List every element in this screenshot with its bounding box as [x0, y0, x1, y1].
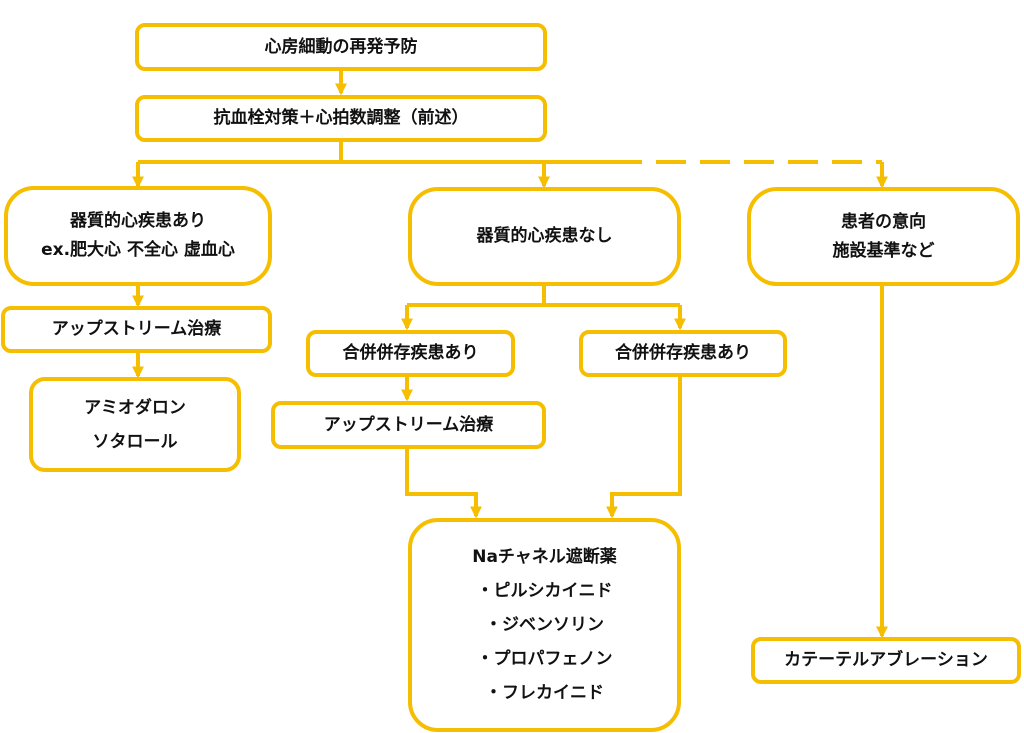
node-upstream-therapy-left: アップストリーム治療 [1, 306, 272, 353]
node-label-line: 器質的心疾患あり [70, 211, 206, 232]
node-label: 心房細動の再発予防 [264, 36, 418, 57]
node-label-line: アミオダロン [84, 397, 186, 418]
node-label: アップストリーム治療 [51, 319, 222, 340]
node-label-line: ・フレカイニド [485, 683, 604, 703]
split-line [407, 285, 546, 307]
node-label: 器質的心疾患なし [476, 226, 613, 247]
node-label-line: ・ジベンソリン [485, 615, 604, 635]
node-label: 合併併存疾患あり [615, 343, 751, 364]
node-comorbidity-right: 合併併存疾患あり [579, 330, 787, 377]
node-label: 抗血栓対策＋心拍数調整（前述） [213, 108, 469, 129]
node-label-line: ex.肥大心 不全心 虚血心 [41, 240, 235, 260]
node-af-recurrence-prevention: 心房細動の再発予防 [135, 23, 547, 71]
node-na-channel-blockers: Naチャネル遮断薬 ・ピルシカイニド ・ジベンソリン ・プロパフェノン ・フレカ… [408, 518, 681, 732]
node-catheter-ablation: カテーテルアブレーション [751, 637, 1021, 684]
node-organic-heart-disease-yes: 器質的心疾患あり ex.肥大心 不全心 虚血心 [4, 186, 272, 286]
node-label: 合併併存疾患あり [342, 343, 479, 364]
node-organic-heart-disease-no: 器質的心疾患なし [408, 187, 681, 286]
node-comorbidity-left: 合併併存疾患あり [306, 330, 515, 377]
node-label-line: 患者の意向 [841, 211, 926, 232]
node-patient-preference: 患者の意向 施設基準など [747, 187, 1020, 286]
node-label-line: ソタロール [92, 431, 178, 452]
node-label: カテーテルアブレーション [784, 650, 988, 671]
arrow-comorbid-right-to-na [606, 377, 682, 519]
branch-line [138, 140, 343, 164]
node-label-line: 施設基準など [832, 240, 935, 261]
node-upstream-therapy-middle: アップストリーム治療 [271, 401, 546, 449]
node-label: アップストリーム治療 [323, 414, 494, 435]
arrow-upstream-to-na [405, 448, 482, 519]
node-antithrombotic-rate-control: 抗血栓対策＋心拍数調整（前述） [135, 95, 547, 142]
node-amiodarone-sotalol: アミオダロン ソタロール [29, 377, 241, 472]
node-label-line: Naチャネル遮断薬 [472, 547, 617, 567]
node-label-line: ・プロパフェノン [476, 649, 613, 669]
node-label-line: ・ピルシカイニド [476, 581, 613, 601]
